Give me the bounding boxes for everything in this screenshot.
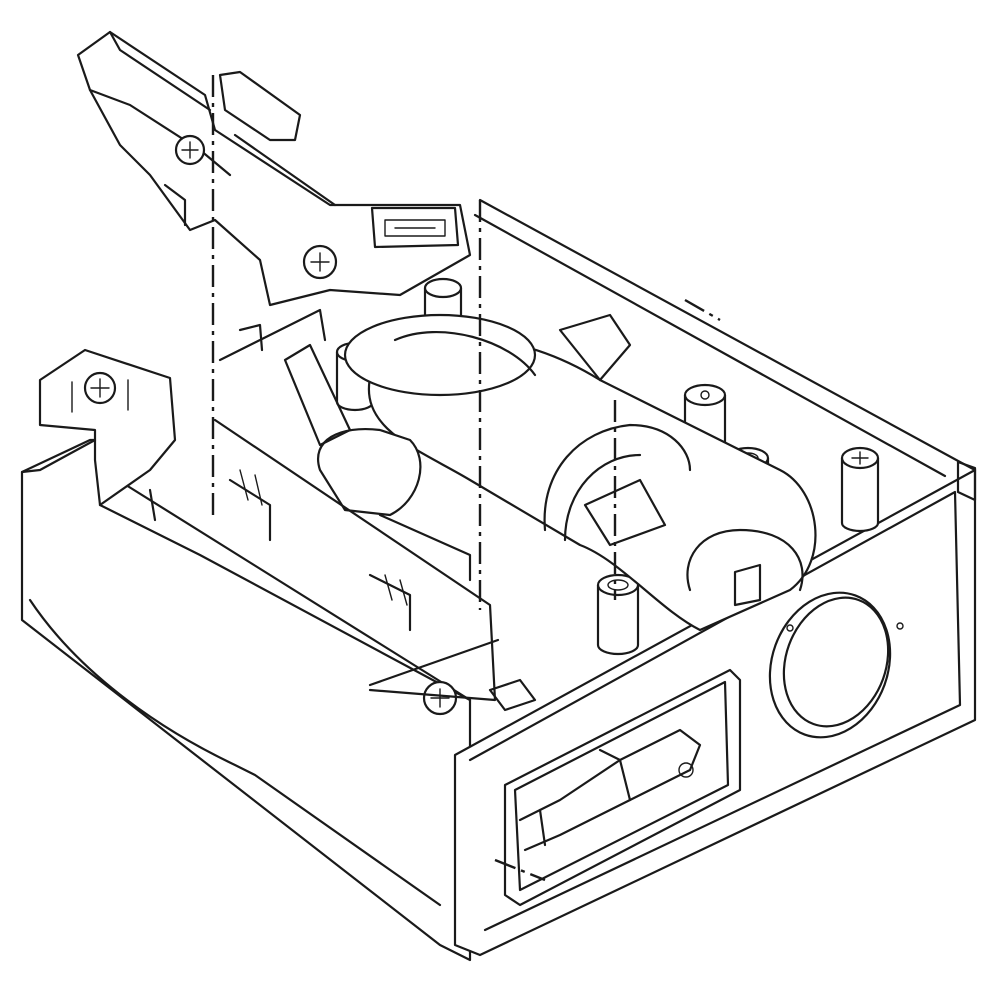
- round-port-icon: [768, 591, 904, 739]
- dash-dot-line-icon: [211, 75, 721, 882]
- window-icon: [503, 668, 742, 907]
- divider-panels: [148, 308, 762, 712]
- screw-icon: [83, 134, 880, 716]
- connector-icon: [370, 206, 460, 249]
- chute-icon: [76, 30, 472, 307]
- tray-housing-icon: [20, 198, 977, 962]
